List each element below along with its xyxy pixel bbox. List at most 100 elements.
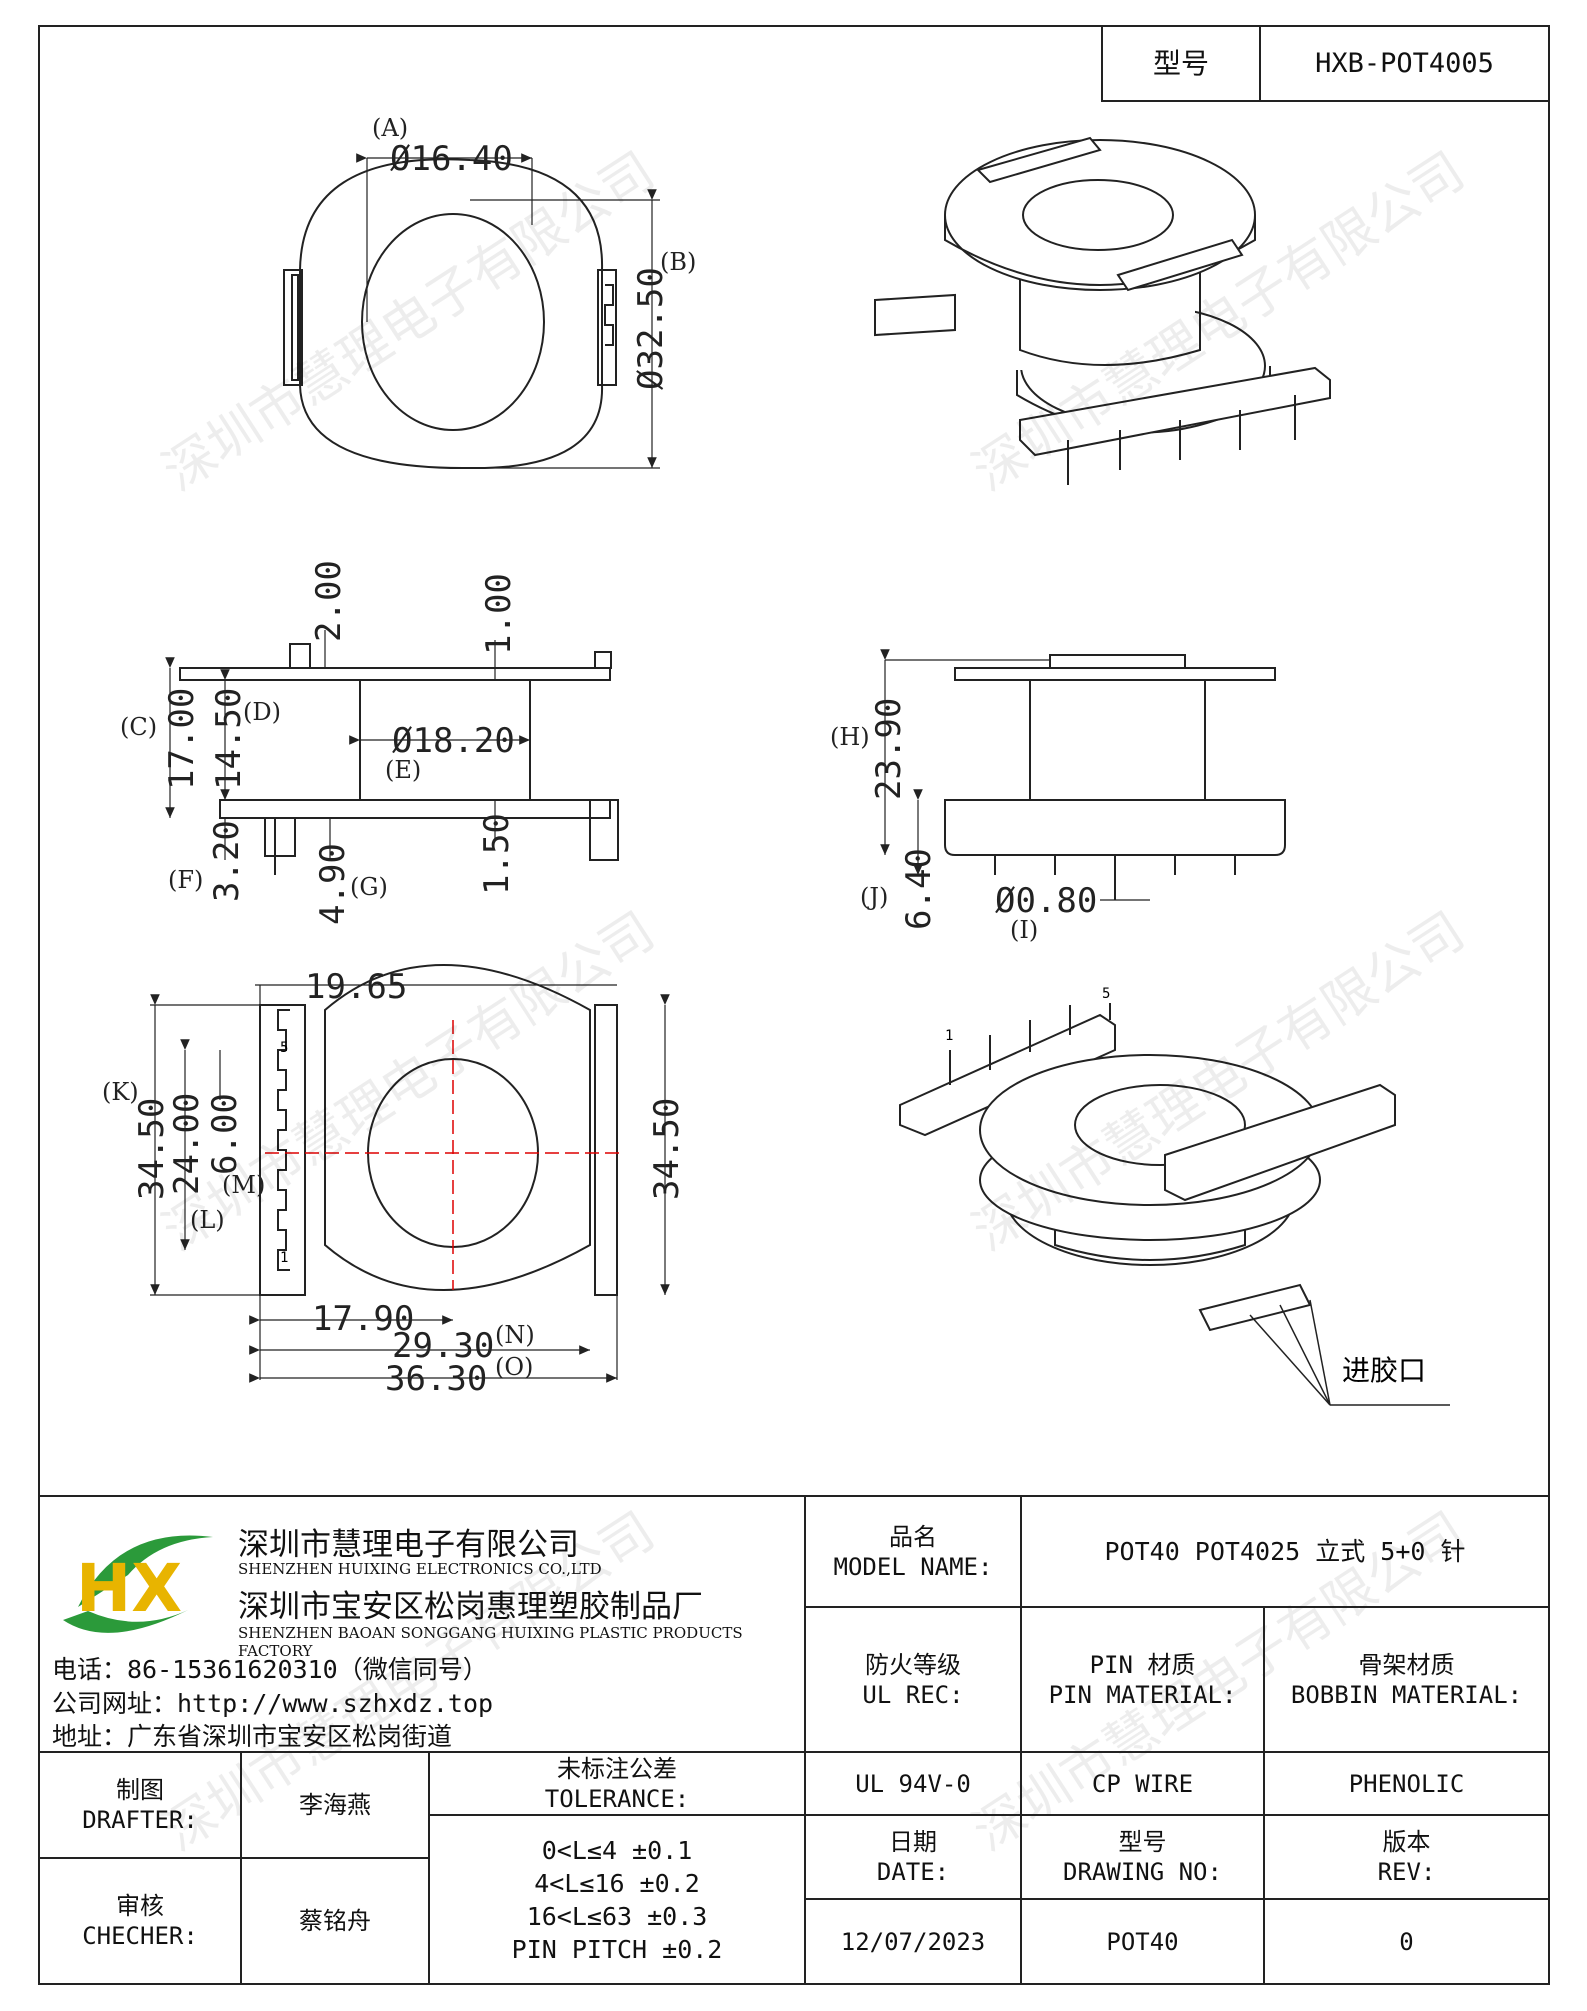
titleblock-top-rule xyxy=(38,1495,1550,1497)
tolerance-table: 0<L≤4 ±0.1 4<L≤16 ±0.2 16<L≤63 ±0.3 PIN … xyxy=(428,1814,806,1985)
dim-19-65: 19.65 xyxy=(305,967,407,1007)
company-address: 地址：广东省深圳市宝安区松岗街道 xyxy=(52,1722,453,1751)
dim-right-34-50: 34.50 xyxy=(647,1098,687,1200)
tolerance-cn: 未标注公差 xyxy=(557,1754,677,1783)
rev-label: 版本 REV: xyxy=(1263,1814,1550,1900)
dim-g-value: 4.90 xyxy=(313,843,353,925)
tolerance-line: 16<L≤63 ±0.3 xyxy=(526,1901,708,1931)
pin-1-label: 1 xyxy=(280,1250,288,1266)
factory-name-en: SHENZHEN BAOAN SONGGANG HUIXING PLASTIC … xyxy=(238,1624,743,1660)
drawing-no-value: POT40 xyxy=(1020,1898,1265,1985)
front-view xyxy=(880,649,1286,901)
model-name-label: 品名 MODEL NAME: xyxy=(804,1495,1022,1608)
bottom-view xyxy=(150,964,670,1383)
tolerance-en: TOLERANCE: xyxy=(544,1784,690,1813)
dim-b-label: (B) xyxy=(660,248,696,276)
dim-17-90: 17.90 xyxy=(312,1299,414,1339)
dim-m-label: (M) xyxy=(222,1171,265,1199)
pin-material-label: PIN 材质 PIN MATERIAL: xyxy=(1020,1606,1265,1753)
dim-c-label: (C) xyxy=(120,713,157,741)
side-view xyxy=(165,630,619,875)
dim-j-label: (J) xyxy=(860,883,888,911)
gate-label: 进胶口 xyxy=(1342,1354,1426,1387)
pin-material-cn: PIN 材质 xyxy=(1089,1650,1196,1679)
company-name-en: SHENZHEN HUIXING ELECTRONICS CO.,LTD xyxy=(238,1560,602,1578)
dim-o-label: (O) xyxy=(495,1353,533,1381)
date-en: DATE: xyxy=(876,1858,950,1886)
company-info: HX 深圳市慧理电子有限公司 SHENZHEN HUIXING ELECTRON… xyxy=(40,1497,806,1753)
pin-material-value: CP WIRE xyxy=(1020,1751,1265,1816)
date-cn: 日期 xyxy=(889,1828,937,1856)
drawing-no-cn: 型号 xyxy=(1118,1828,1167,1856)
tolerance-label: 未标注公差 TOLERANCE: xyxy=(428,1751,806,1816)
company-logo: HX xyxy=(63,1535,213,1633)
dim-h-value: 23.90 xyxy=(869,698,909,800)
dim-o-value: 36.30 xyxy=(385,1359,487,1399)
dim-n-label: (N) xyxy=(495,1321,535,1349)
dim-d-label: (D) xyxy=(243,698,281,726)
model-name-en: MODEL NAME: xyxy=(833,1552,993,1581)
dim-2-00: 2.00 xyxy=(309,560,349,642)
rev-en: REV: xyxy=(1377,1858,1436,1886)
bobbin-material-cn: 骨架材质 xyxy=(1358,1650,1455,1679)
iso-pin-1-label: 1 xyxy=(945,1028,953,1044)
dim-1-50: 1.50 xyxy=(477,813,517,895)
company-website: 公司网址：http://www.szhxdz.top xyxy=(52,1689,494,1718)
dim-i-label: (I) xyxy=(1010,916,1038,944)
dim-d-value: 14.50 xyxy=(209,688,249,790)
dim-f-value: 3.20 xyxy=(207,820,247,902)
dim-e-label: (E) xyxy=(385,756,421,784)
iso-view-top xyxy=(874,136,1331,485)
drafter-label: 制图 DRAFTER: xyxy=(38,1751,242,1859)
dim-6-00: 6.00 xyxy=(205,1093,245,1175)
dim-c-value: 17.00 xyxy=(162,688,202,790)
dim-i-value: Ø0.80 xyxy=(995,881,1097,921)
pin-5-label: 5 xyxy=(280,1040,288,1056)
iso-view-bottom xyxy=(899,1003,1450,1406)
bobbin-material-label: 骨架材质 BOBBIN MATERIAL: xyxy=(1263,1606,1550,1753)
header-model-value: HXB-POT4005 xyxy=(1259,25,1550,102)
drawing-no-label: 型号 DRAWING NO: xyxy=(1020,1814,1265,1900)
company-phone: 电话：86-15361620310（微信同号） xyxy=(52,1655,488,1684)
ul-rec-value: UL 94V-0 xyxy=(804,1751,1022,1816)
tolerance-line: 4<L≤16 ±0.2 xyxy=(534,1868,700,1898)
drafter-en: DRAFTER: xyxy=(82,1806,198,1834)
factory-name-cn: 深圳市宝安区松岗惠理塑胶制品厂 xyxy=(238,1589,703,1625)
dim-a-value: Ø16.40 xyxy=(390,139,513,179)
dim-k-label: (K) xyxy=(102,1078,139,1106)
dim-n-value: 29.30 xyxy=(392,1326,494,1366)
rev-value: 0 xyxy=(1263,1898,1550,1985)
dim-1-00: 1.00 xyxy=(479,573,519,655)
tolerance-line: PIN PITCH ±0.2 xyxy=(511,1934,723,1964)
iso-pin-5-label: 5 xyxy=(1102,986,1110,1002)
ul-rec-en: UL REC: xyxy=(862,1680,964,1709)
drafter-cn: 制图 xyxy=(116,1776,164,1804)
dim-e-value: Ø18.20 xyxy=(392,721,515,761)
bobbin-material-value: PHENOLIC xyxy=(1263,1751,1550,1816)
checker-label: 审核 CHECHER: xyxy=(38,1857,242,1985)
dim-a-label: (A) xyxy=(372,114,408,142)
drawing-no-en: DRAWING NO: xyxy=(1063,1858,1222,1886)
logo-text: HX xyxy=(76,1550,182,1627)
tolerance-line: 0<L≤4 ±0.1 xyxy=(541,1835,693,1865)
dim-j-value: 6.40 xyxy=(899,848,939,930)
model-name-cn: 品名 xyxy=(889,1522,937,1551)
bobbin-material-en: BOBBIN MATERIAL: xyxy=(1290,1680,1523,1709)
date-value: 12/07/2023 xyxy=(804,1898,1022,1985)
company-name-cn: 深圳市慧理电子有限公司 xyxy=(238,1527,579,1563)
model-name-value: POT40 POT4025 立式 5+0 针 xyxy=(1020,1495,1550,1608)
technical-drawing: (A) Ø16.40 (B) Ø32.50 (C) 17.00 (D) 14.5… xyxy=(102,114,1450,1406)
dim-g-label: (G) xyxy=(350,873,388,901)
dim-k-value: 34.50 xyxy=(132,1098,172,1200)
rev-cn: 版本 xyxy=(1382,1828,1431,1856)
ul-rec-label: 防火等级 UL REC: xyxy=(804,1606,1022,1753)
top-view xyxy=(283,153,660,470)
dim-b-value: Ø32.50 xyxy=(631,267,671,390)
pin-material-en: PIN MATERIAL: xyxy=(1048,1680,1237,1709)
ul-rec-cn: 防火等级 xyxy=(865,1650,961,1679)
checker-cn: 审核 xyxy=(116,1892,164,1920)
checker-value: 蔡铭舟 xyxy=(240,1857,430,1985)
dim-h-label: (H) xyxy=(830,723,870,751)
dim-f-label: (F) xyxy=(168,866,203,894)
dim-24-00: 24.00 xyxy=(167,1093,207,1195)
